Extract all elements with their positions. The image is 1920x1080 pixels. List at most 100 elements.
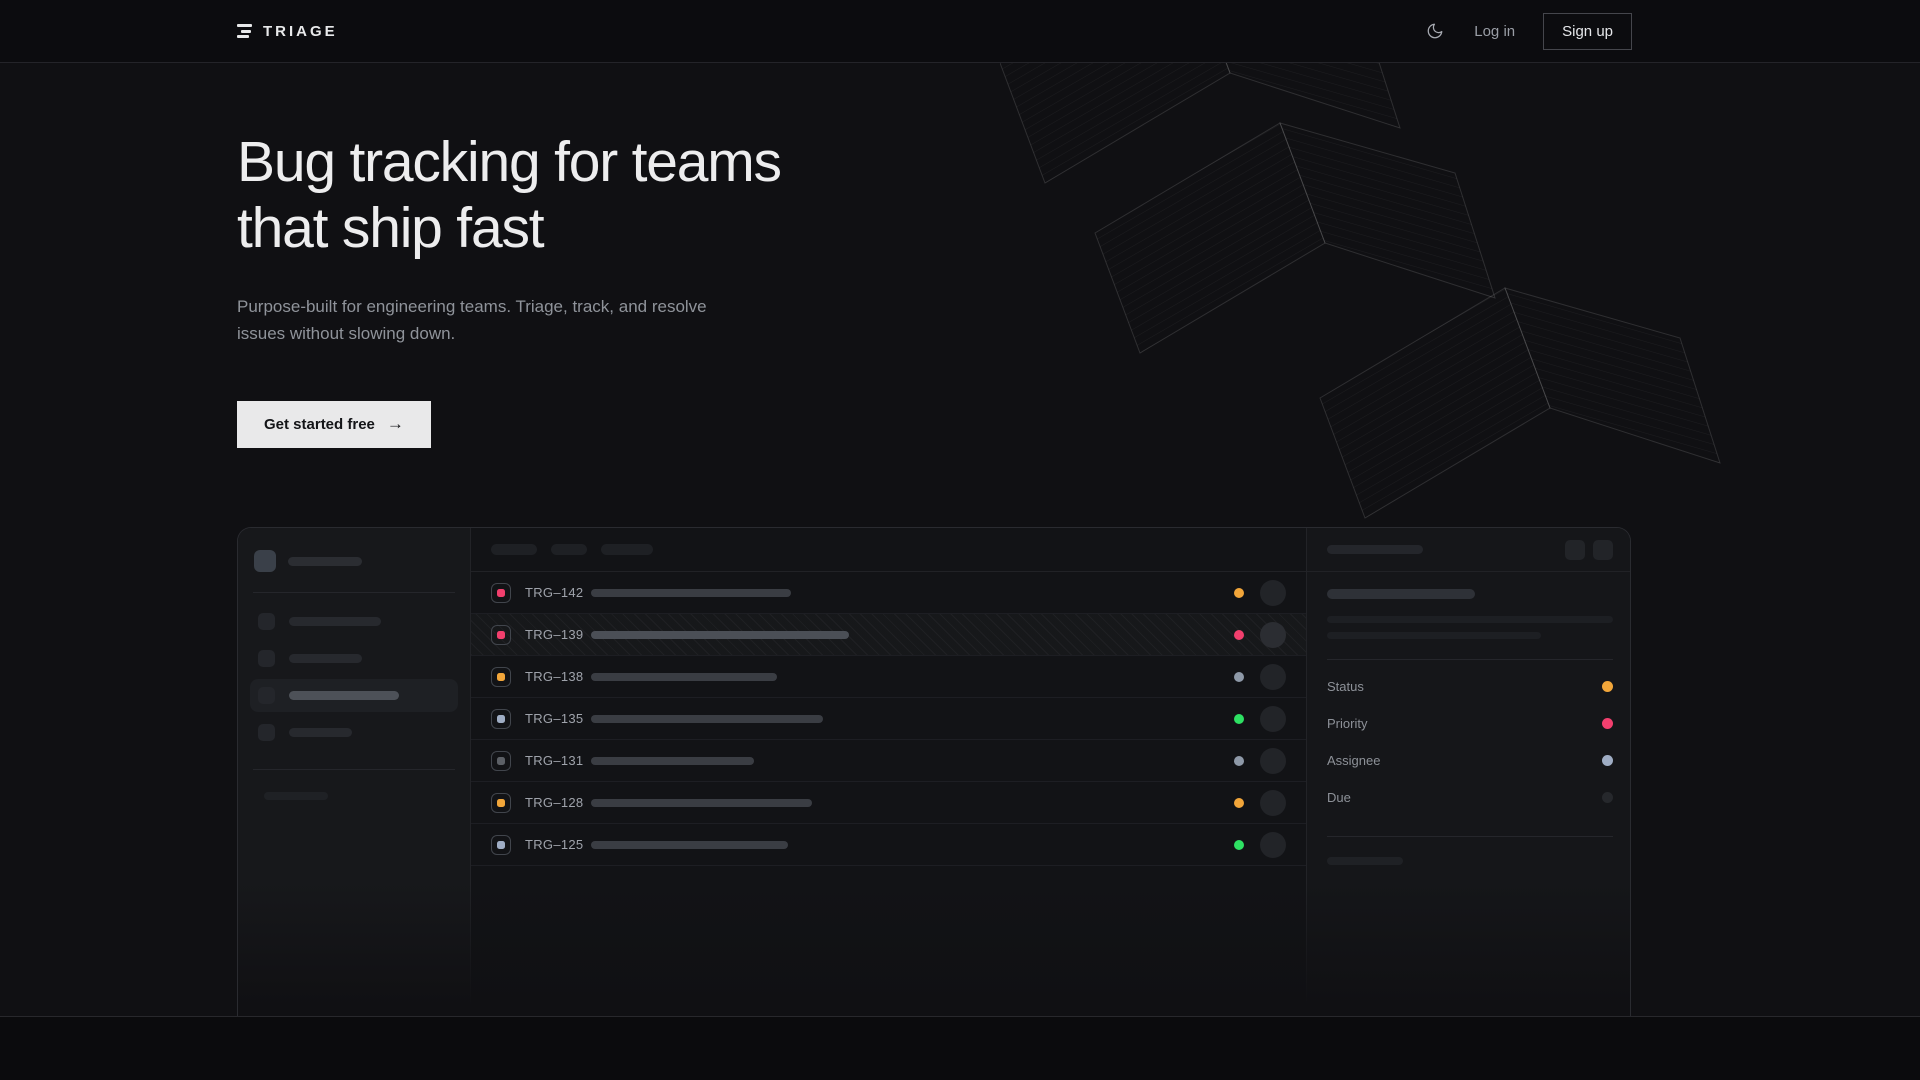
issue-type-dot [497, 630, 505, 639]
brand-name: TRIAGE [263, 22, 338, 40]
status-dot [1234, 671, 1244, 682]
issue-type-icon [491, 582, 511, 603]
assignee-avatar [1260, 789, 1286, 816]
divider [1327, 659, 1613, 660]
status-dot [1234, 839, 1244, 850]
status-dot [1234, 755, 1244, 766]
sidebar-item-icon [258, 613, 275, 630]
divider [253, 592, 455, 593]
signup-button[interactable]: Sign up [1543, 12, 1632, 50]
triage-logo-icon [237, 24, 252, 38]
issue-type-icon [491, 708, 511, 729]
panel-button-icon [1593, 539, 1613, 560]
sidebar-item [250, 716, 458, 749]
detail-header-buttons [1565, 539, 1613, 560]
detail-text-skeleton [1327, 616, 1613, 623]
issue-type-icon [491, 750, 511, 771]
issue-id: TRG–139 [525, 627, 584, 642]
workspace-row [238, 550, 470, 572]
issue-id: TRG–128 [525, 795, 584, 810]
detail-text-skeleton [1327, 632, 1541, 639]
tab-skeleton [551, 544, 587, 555]
detail-field-row: Due [1327, 779, 1613, 816]
issue-rows: TRG–142 TRG–139 TRG–138 TRG–135 TRG–131 [471, 572, 1306, 866]
issue-type-dot [497, 756, 505, 765]
footer-section [0, 1017, 1920, 1079]
status-dot [1234, 629, 1244, 640]
sidebar-item-skeleton [289, 691, 399, 700]
sidebar-item-skeleton [289, 654, 362, 663]
theme-toggle-button[interactable] [1424, 20, 1446, 42]
divider [253, 769, 455, 770]
arrow-right-icon: → [386, 414, 404, 434]
hero-title: Bug tracking for teams that ship fast [237, 130, 782, 261]
issue-id: TRG–138 [525, 669, 584, 684]
detail-field-label: Status [1327, 679, 1364, 694]
issue-type-icon [491, 624, 511, 645]
assignee-avatar [1260, 831, 1286, 858]
sidebar-section-skeleton [264, 792, 328, 800]
sidebar-item [250, 642, 458, 675]
status-dot [1234, 713, 1244, 724]
issue-row: TRG–142 [471, 572, 1306, 614]
issue-type-dot [497, 672, 505, 681]
workspace-avatar [254, 550, 276, 572]
sidebar-item-active [250, 679, 458, 712]
detail-field-row: Assignee [1327, 742, 1613, 779]
detail-field-dot [1602, 681, 1613, 692]
issue-id: TRG–142 [525, 585, 584, 600]
detail-fields: Status Priority Assignee Due [1327, 668, 1613, 816]
issue-id: TRG–125 [525, 837, 584, 852]
detail-field-dot [1602, 792, 1613, 803]
assignee-avatar [1260, 663, 1286, 690]
moon-icon [1427, 23, 1443, 39]
issue-id: TRG–131 [525, 753, 584, 768]
issue-title-skeleton [591, 588, 791, 597]
issue-title-skeleton [591, 840, 788, 849]
sidebar-item [250, 605, 458, 638]
detail-field-dot [1602, 755, 1613, 766]
issue-type-icon [491, 834, 511, 855]
issue-row: TRG–139 [471, 614, 1306, 656]
issue-title-skeleton [591, 672, 777, 681]
assignee-avatar [1260, 747, 1286, 774]
assignee-avatar [1260, 621, 1286, 648]
app-mockup-card: TRG–142 TRG–139 TRG–138 TRG–135 TRG–131 [237, 527, 1631, 1016]
detail-field-label: Priority [1327, 716, 1368, 731]
detail-field-row: Priority [1327, 705, 1613, 742]
divider [1327, 836, 1613, 837]
issue-id: TRG–135 [525, 711, 584, 726]
navbar: TRIAGE Log in Sign up [0, 0, 1920, 63]
sidebar-item-icon [258, 650, 275, 667]
sidebar-item-skeleton [289, 617, 381, 626]
assignee-avatar [1260, 579, 1286, 606]
issue-title-skeleton [591, 630, 849, 639]
issue-type-dot [497, 798, 505, 807]
issue-type-icon [491, 792, 511, 813]
status-dot [1234, 587, 1244, 598]
issue-type-dot [497, 588, 505, 597]
hero-section: Bug tracking for teams that ship fast Pu… [0, 63, 1920, 1017]
issue-type-dot [497, 714, 505, 723]
issue-row: TRG–135 [471, 698, 1306, 740]
detail-field-label: Assignee [1327, 753, 1381, 768]
detail-header [1307, 528, 1630, 572]
detail-field-row: Status [1327, 668, 1613, 705]
get-started-button[interactable]: Get started free → [237, 400, 431, 448]
sidebar-item-icon [258, 724, 275, 741]
issue-row: TRG–138 [471, 656, 1306, 698]
workspace-name-skeleton [288, 556, 362, 566]
hero-subtitle: Purpose-built for engineering teams. Tri… [237, 297, 707, 343]
tab-skeleton [491, 544, 537, 555]
mockup-sidebar [238, 528, 471, 1016]
brand-logo[interactable]: TRIAGE [237, 23, 338, 40]
detail-title-skeleton [1327, 589, 1475, 599]
issue-row: TRG–125 [471, 824, 1306, 866]
issue-type-icon [491, 666, 511, 687]
issue-title-skeleton [591, 798, 812, 807]
detail-header-skeleton [1327, 545, 1423, 554]
issue-type-dot [497, 840, 505, 849]
issue-row: TRG–128 [471, 782, 1306, 824]
login-link[interactable]: Log in [1474, 22, 1516, 40]
issue-detail-panel: Status Priority Assignee Due [1307, 528, 1630, 1016]
